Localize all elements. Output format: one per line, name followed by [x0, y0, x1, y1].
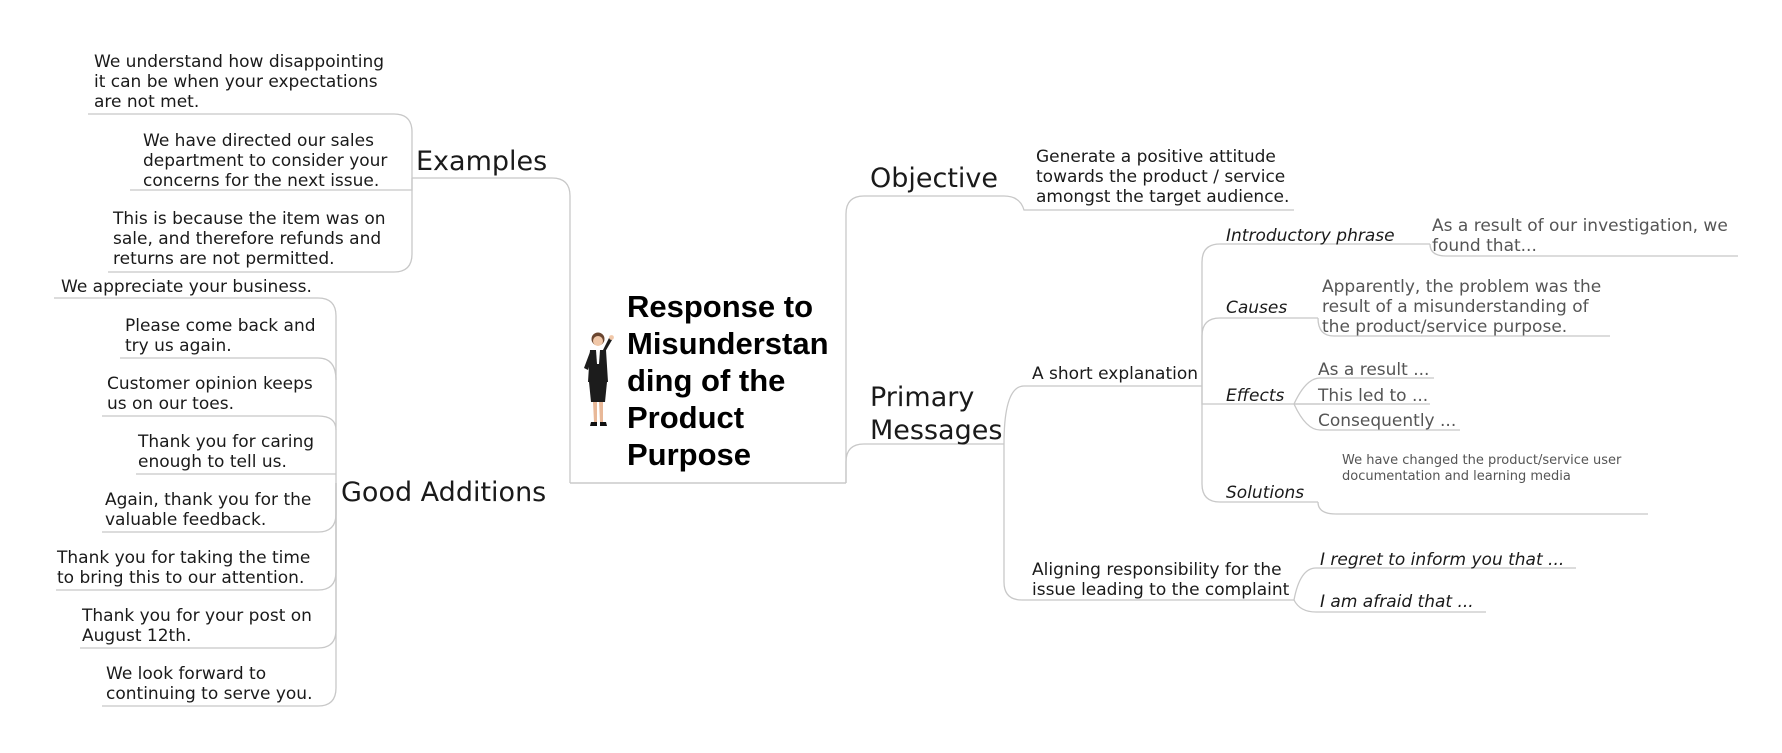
- examples-item-3[interactable]: This is because the item was on sale, an…: [113, 209, 386, 269]
- central-topic[interactable]: Response to Misunderstan ding of the Pro…: [627, 289, 829, 472]
- connector-se-intro: [1201, 243, 1430, 386]
- connector-causes-text: [1317, 317, 1610, 337]
- connector-examples-item-1: [88, 113, 413, 178]
- good-additions-item-6[interactable]: Thank you for taking the time to bring t…: [57, 548, 311, 588]
- connector-intro-text: [1429, 243, 1738, 257]
- connector-se-solutions: [1201, 386, 1318, 503]
- introductory-phrase-label[interactable]: Introductory phrase: [1226, 226, 1395, 246]
- good-additions-item-7[interactable]: Thank you for your post on August 12th.: [82, 606, 312, 646]
- connector-effects-3: [1293, 403, 1460, 431]
- effects-item-1[interactable]: As a result ...: [1318, 360, 1430, 380]
- good-additions-item-3[interactable]: Customer opinion keeps us on our toes.: [107, 374, 313, 414]
- good-additions-item-2[interactable]: Please come back and try us again.: [125, 316, 316, 356]
- connector-aligning-2: [1293, 599, 1486, 613]
- central-image: [582, 330, 618, 428]
- connector-pm-short-explanation: [1003, 385, 1202, 445]
- connector-aligning-1: [1293, 567, 1576, 601]
- branch-examples[interactable]: Examples: [416, 146, 548, 177]
- examples-item-1[interactable]: We understand how disappointing it can b…: [94, 52, 385, 112]
- aligning-item-2[interactable]: I am afraid that ...: [1320, 592, 1474, 612]
- causes-label[interactable]: Causes: [1226, 298, 1288, 318]
- connector-pm-aligning: [1003, 444, 1294, 601]
- short-explanation-label[interactable]: A short explanation: [1032, 364, 1199, 384]
- branch-primary-messages[interactable]: Primary Messages: [870, 382, 1003, 446]
- connector-central-primary-messages: [845, 443, 1004, 483]
- connector-good-additions-8: [102, 483, 337, 707]
- good-additions-item-4[interactable]: Thank you for caring enough to tell us.: [138, 432, 315, 472]
- connector-good-additions-3: [102, 415, 337, 431]
- effects-item-2[interactable]: This led to ...: [1318, 386, 1429, 406]
- connector-good-additions-2: [120, 357, 337, 381]
- examples-item-2[interactable]: We have directed our sales department to…: [143, 131, 388, 191]
- businesswoman-presenting-icon: [584, 332, 614, 426]
- good-additions-item-5[interactable]: Again, thank you for the valuable feedba…: [105, 490, 312, 530]
- connector-se-causes: [1201, 317, 1318, 386]
- branch-good-additions[interactable]: Good Additions: [341, 477, 547, 508]
- aligning-label[interactable]: Aligning responsibility for the issue le…: [1032, 560, 1290, 600]
- connector-examples-item-3: [108, 178, 413, 273]
- introductory-phrase-text[interactable]: As a result of our investigation, we fou…: [1432, 216, 1728, 256]
- causes-text[interactable]: Apparently, the problem was the result o…: [1322, 277, 1602, 337]
- effects-item-3[interactable]: Consequently ...: [1318, 411, 1457, 431]
- objective-text[interactable]: Generate a positive attitude towards the…: [1036, 147, 1290, 207]
- aligning-item-1[interactable]: I regret to inform you that ...: [1320, 550, 1565, 570]
- connector-solutions-text: [1317, 501, 1648, 515]
- connector-central-objective: [845, 195, 1004, 483]
- connector-central-examples: [412, 177, 571, 483]
- connector-objective-text: [1003, 195, 1294, 211]
- solutions-label[interactable]: Solutions: [1226, 483, 1305, 503]
- connector-effects-1: [1293, 377, 1434, 405]
- branch-objective[interactable]: Objective: [870, 163, 999, 194]
- good-additions-item-8[interactable]: We look forward to continuing to serve y…: [106, 664, 313, 704]
- effects-label[interactable]: Effects: [1226, 386, 1285, 406]
- good-additions-item-1[interactable]: We appreciate your business.: [61, 277, 312, 297]
- solutions-text[interactable]: We have changed the product/service user…: [1342, 453, 1622, 484]
- connector-good-additions-spine: [54, 297, 337, 483]
